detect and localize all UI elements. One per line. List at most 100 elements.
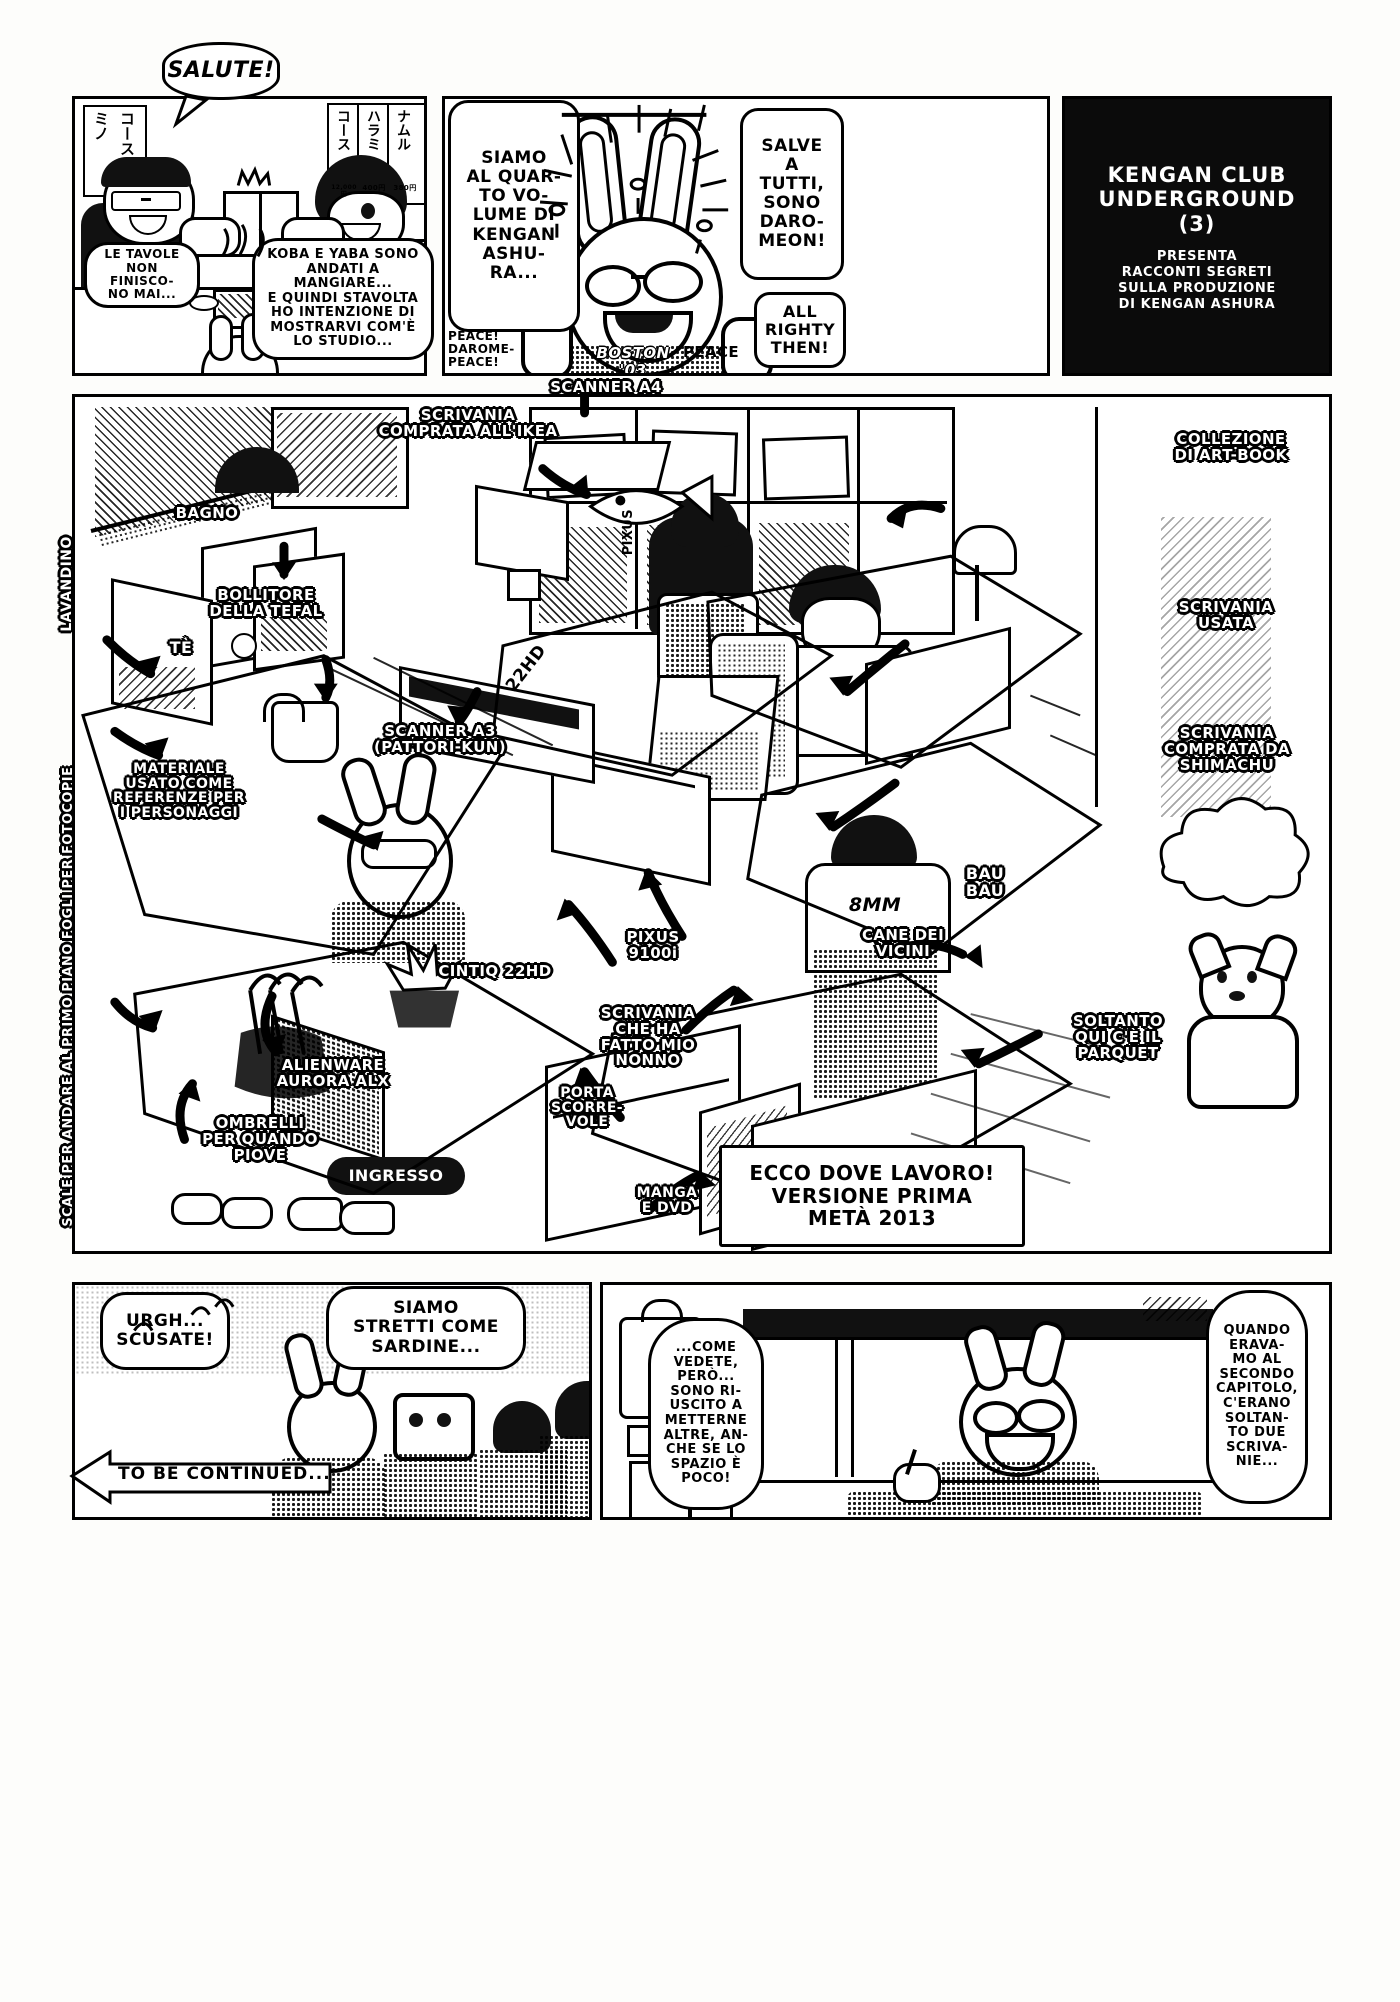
label-scrivania-shimachu: SCRIVANIA COMPRATA DA SHIMACHU: [1163, 724, 1291, 774]
right-wall: [1095, 407, 1329, 807]
rabbit-glasses-bridge: [631, 275, 645, 279]
rabbit-glasses-right: [643, 261, 703, 303]
title-main-text: KENGAN CLUB UNDERGROUND (3): [1098, 163, 1296, 236]
scanner-a4-device: [522, 441, 672, 491]
label-8mm: 8MM: [848, 894, 902, 916]
menu-price-2: 400円: [362, 184, 386, 192]
bubble-all-righty-text: ALL RIGHTY THEN!: [764, 302, 836, 357]
mascot-body: [331, 901, 465, 963]
tea-cup: [231, 633, 257, 659]
mascot-ear-left: [337, 753, 391, 831]
label-porta-scorrevole: PORTA SCORRE- VOLE: [551, 1085, 623, 1131]
sardine-robot-head: [393, 1393, 475, 1461]
bubble-come-vedete: ...COME VEDETE, PERÒ... SONO RI- USCITO …: [648, 1318, 764, 1510]
label-soltanto-parquet: SOLTANTO QUI C'È IL PARQUET: [1072, 1012, 1164, 1062]
bubble-siamo-quarto: SIAMO AL QUAR- TO VO- LUME DI KENGAN ASH…: [448, 100, 580, 332]
br-rabbit-glasses-left: [973, 1401, 1019, 1435]
menu-text-1: ミノ: [92, 111, 110, 141]
bubble-siamo-quarto-text: SIAMO AL QUAR- TO VO- LUME DI KENGAN ASH…: [466, 148, 562, 283]
monitor-ikea: [475, 484, 569, 582]
bubble-salve-tutti-text: SALVE A TUTTI, SONO DARO- MEON!: [758, 135, 826, 252]
shoe-1: [287, 1197, 343, 1231]
sign-ecco-dove-lavoro: ECCO DOVE LAVORO! VERSIONE PRIMA METÀ 20…: [719, 1145, 1025, 1247]
label-materiale-referenze: MATERIALE USATO COME REFERENZE PER I PER…: [113, 761, 245, 822]
window-screen-tone: [119, 667, 195, 709]
kettle-handle: [263, 693, 305, 722]
menu-text-3: コース: [335, 109, 351, 151]
title-sub-text: PRESENTA RACCONTI SEGRETI SULLA PRODUZIO…: [1118, 249, 1276, 312]
label-bau-bau: BAU BAU: [965, 864, 1005, 900]
label-scrivania-usata: SCRIVANIA USATA: [1178, 598, 1274, 632]
person-8mm-hair: [831, 815, 917, 869]
label-cintiq-22hd: CINTIQ 22HD: [438, 962, 552, 980]
bubble-come-vedete-text: ...COME VEDETE, PERÒ... SONO RI- USCITO …: [663, 1340, 749, 1487]
sardine-robot-eye-2: [437, 1413, 451, 1427]
right-wall-shade: [1161, 517, 1271, 817]
peace-right-text: PEACE: [682, 343, 740, 361]
shelf-hatch: [1143, 1297, 1207, 1321]
to-be-continued-text: TO BE CONTINUED...: [118, 1464, 331, 1484]
slipper-2: [221, 1197, 273, 1229]
bubble-urgh-text: URGH... SCUSATE!: [116, 1310, 214, 1350]
dog-nose: [1229, 991, 1245, 1001]
label-scrivania-ikea: SCRIVANIA COMPRATA ALL'IKEA: [378, 406, 558, 440]
bathroom-tone: [261, 617, 327, 651]
label-ombrelli: OMBRELLI PER QUANDO PIOVE: [202, 1114, 318, 1164]
label-bollitore-tefal: BOLLITORE DELLA TEFAL: [209, 586, 323, 620]
person-8mm-apron: [813, 949, 937, 1099]
dog-eye-right: [1247, 971, 1257, 983]
menu-text-4: ハラミ: [365, 109, 381, 151]
panel-title: KENGAN CLUB UNDERGROUND (3) PRESENTA RAC…: [1062, 96, 1332, 376]
menu-text-5: ナムル: [395, 109, 411, 151]
shelf-div-1: [531, 501, 947, 504]
sardine-robot-eye-1: [409, 1413, 423, 1427]
shoe-2: [339, 1201, 395, 1235]
label-te: TÈ: [169, 638, 193, 657]
bubble-salve-tutti: SALVE A TUTTI, SONO DARO- MEON!: [740, 108, 844, 280]
label-scrivania-nonno: SCRIVANIA CHE HA FATTO MIO NONNO: [600, 1004, 696, 1070]
shirt-text: BOSTON '03: [596, 344, 670, 376]
label-cane-vicini: CANE DEI VICINI: [861, 926, 945, 960]
bubble-koba-yaba: KOBA E YABA SONO ANDATI A MANGIARE... E …: [252, 238, 434, 360]
label-pixus-9100i: PIXUS 9100i: [626, 928, 680, 962]
menu-price-1: 12,000円: [331, 184, 357, 198]
label-manga-dvd: MANGA E DVD: [636, 1185, 698, 1216]
label-alienware: ALIENWARE AURORA ALX: [276, 1056, 390, 1090]
label-pixus-screen: PIXUS: [620, 508, 636, 556]
bubble-salute-text: SALUTE!: [167, 57, 275, 83]
sign-ecco-dove-lavoro-text: ECCO DOVE LAVORO! VERSIONE PRIMA METÀ 20…: [749, 1161, 995, 1231]
shelf-vert-3: [857, 407, 860, 629]
menu-text-2: コース: [118, 111, 136, 156]
man-left-glasses: [111, 191, 181, 211]
bubble-quando-eravamo: QUANDO ERAVA- MO AL SECONDO CAPITOLO, C'…: [1206, 1290, 1308, 1504]
menu-div-b: [387, 103, 389, 201]
man-left-hair: [101, 157, 191, 187]
bubble-urgh: URGH... SCUSATE!: [100, 1292, 230, 1370]
br-rabbit-glasses-right: [1017, 1399, 1065, 1433]
man-right-eye: [361, 203, 375, 219]
hanger: [641, 1299, 683, 1322]
bubble-quando-eravamo-text: QUANDO ERAVA- MO AL SECONDO CAPITOLO, C'…: [1216, 1323, 1298, 1470]
label-scanner-a4: SCANNER A4: [550, 378, 662, 396]
br-hand: [893, 1463, 941, 1503]
dog-body: [1187, 1015, 1299, 1109]
wall-vert-2: [851, 1337, 854, 1477]
menu-div-a: [357, 103, 359, 201]
bubble-koba-yaba-text: KOBA E YABA SONO ANDATI A MANGIARE... E …: [267, 247, 419, 350]
bubble-le-tavole-text: LE TAVOLE NON FINISCO- NO MAI...: [104, 247, 180, 302]
shelf-vert-2: [747, 407, 750, 629]
lamp-arm: [975, 565, 979, 621]
glasses-bridge: [141, 198, 151, 201]
label-scanner-a3: SCANNER A3 (PATTORI-KUN): [374, 722, 506, 756]
dog-eye-left: [1217, 971, 1227, 983]
slipper-1: [171, 1193, 223, 1225]
artbook-stack-3: [761, 435, 851, 501]
label-scale-primo-piano: SCALE PER ANDARE AL PRIMO PIANO: [61, 943, 76, 1227]
label-collezione-art-book: COLLEZIONE DI ART-BOOK: [1174, 430, 1288, 464]
monitor-ikea-stand: [507, 569, 541, 601]
bubble-sardine: SIAMO STRETTI COME SARDINE...: [326, 1286, 526, 1370]
label-bagno: BAGNO: [175, 504, 239, 522]
sardine-robot-body: [383, 1453, 477, 1517]
bubble-le-tavole: LE TAVOLE NON FINISCO- NO MAI...: [84, 242, 200, 308]
